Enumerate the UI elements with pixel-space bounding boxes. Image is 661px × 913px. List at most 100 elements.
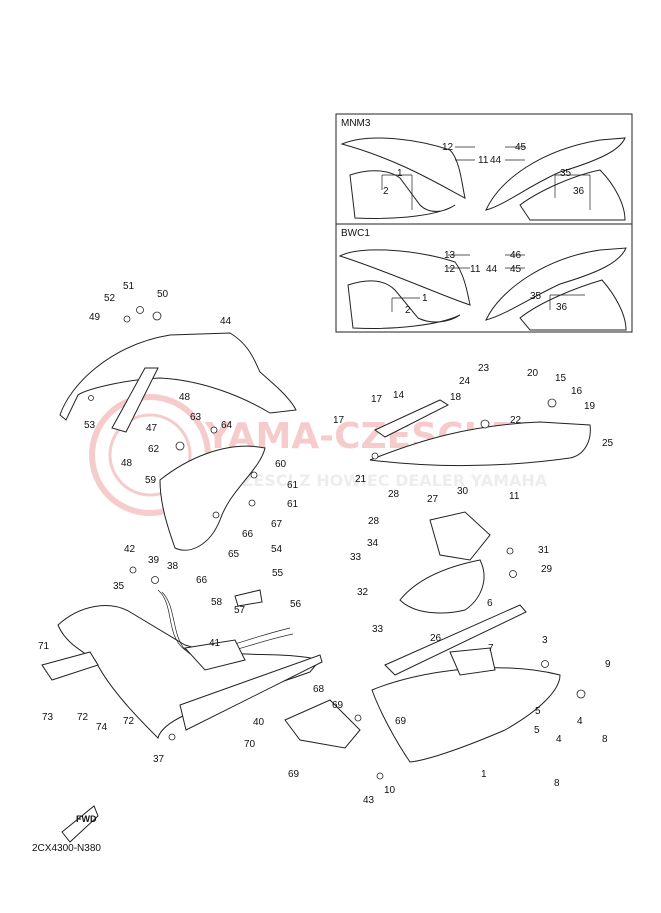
inset-callout-44: 44 [490,155,502,166]
bracket-68 [284,699,361,749]
callout-72: 72 [123,716,135,727]
fwd-label: FWD [76,814,97,824]
callout-33: 33 [372,624,384,635]
inset-callout-45-bwc1: 45 [510,264,522,275]
callout-67: 67 [271,519,283,530]
callout-32: 32 [357,587,369,598]
callout-17: 17 [371,394,383,405]
bracket-57 [234,589,263,607]
callout-60: 60 [275,459,287,470]
variant-inset: MNM3 BWC1 12 11 1 2 45 44 35 3 [335,113,633,333]
under-panel-40 [179,654,323,731]
callout-52: 52 [104,293,116,304]
callout-37: 37 [153,754,165,765]
callout-35: 35 [113,581,125,592]
bracket-71 [41,651,99,681]
callout-11: 11 [509,491,520,502]
callout-44: 44 [220,316,232,327]
callout-70: 70 [244,739,256,750]
callout-19: 19 [584,401,596,412]
inset-callout-1-bwc1: 1 [422,293,428,304]
callout-18: 18 [450,392,462,403]
inset-callout-12-bwc1: 12 [444,264,456,275]
callout-4: 4 [577,716,583,727]
callout-56: 56 [290,599,302,610]
inset-callout-36: 36 [573,186,585,197]
callout-5: 5 [535,706,541,717]
callout-53: 53 [84,420,96,431]
bracket-41 [184,639,246,671]
callout-16: 16 [571,386,583,397]
callout-66: 66 [196,575,208,586]
callout-40: 40 [253,717,265,728]
callout-72: 72 [77,712,89,723]
callout-66: 66 [242,529,254,540]
callout-51: 51 [123,281,135,292]
inset-title-bwc1: BWC1 [341,228,370,239]
watermark-sub-text: CZESCI Z HOWIEC DEALER YAMAHA [230,471,548,490]
inset-callout-35: 35 [560,168,572,179]
callout-31: 31 [538,545,550,556]
diagram-code: 2CX4300-N380 [32,843,101,854]
callout-7: 7 [488,643,494,654]
inset-callout-46: 46 [510,250,522,261]
callout-33: 33 [350,552,362,563]
callout-28: 28 [388,489,400,500]
callout-73: 73 [42,712,54,723]
lower-panel-1 [371,667,561,763]
callout-48: 48 [121,458,133,469]
callout-25: 25 [602,438,614,449]
callout-39: 39 [148,555,160,566]
inset-title-mnm3: MNM3 [341,118,371,129]
callout-69: 69 [332,700,344,711]
callout-27: 27 [427,494,439,505]
callout-74: 74 [96,722,108,733]
callout-24: 24 [459,376,471,387]
callout-48: 48 [179,392,191,403]
fasteners [88,306,586,780]
side-panel-11 [369,421,591,467]
callout-43: 43 [363,795,375,806]
callout-22: 22 [510,415,522,426]
callout-30: 30 [457,486,469,497]
callout-49: 49 [89,312,101,323]
callout-3: 3 [542,635,548,646]
inset-callout-44-bwc1: 44 [486,264,498,275]
callout-4: 4 [556,734,562,745]
cover-14 [374,399,450,438]
inset-callout-12: 12 [442,142,454,153]
callout-6: 6 [487,598,493,609]
callout-55: 55 [272,568,284,579]
callout-50: 50 [157,289,169,300]
fairing-panel-47 [111,367,159,433]
callout-64: 64 [221,420,233,431]
callout-8: 8 [602,734,608,745]
callout-62: 62 [148,444,160,455]
callout-59: 59 [145,475,157,486]
callout-42: 42 [124,544,136,555]
inset-callout-13: 13 [444,250,456,261]
callout-69: 69 [288,769,300,780]
inset-callout-2-bwc1: 2 [405,305,411,316]
callout-9: 9 [605,659,611,670]
callout-21: 21 [355,474,367,485]
callout-34: 34 [367,538,379,549]
callout-58: 58 [211,597,223,608]
callout-41: 41 [209,638,221,649]
inset-callout-11-bwc1: 11 [470,264,481,275]
callout-71: 71 [38,641,50,652]
upper-fairing-44 [59,332,297,421]
callout-14: 14 [393,390,405,401]
duct-27 [429,511,491,561]
callout-69: 69 [395,716,407,727]
callout-57: 57 [234,605,246,616]
callout-17: 17 [333,415,345,426]
callout-54: 54 [271,544,283,555]
callout-47: 47 [146,423,158,434]
inset-callout-36-bwc1: 36 [556,302,568,313]
callout-38: 38 [167,561,179,572]
callout-65: 65 [228,549,240,560]
